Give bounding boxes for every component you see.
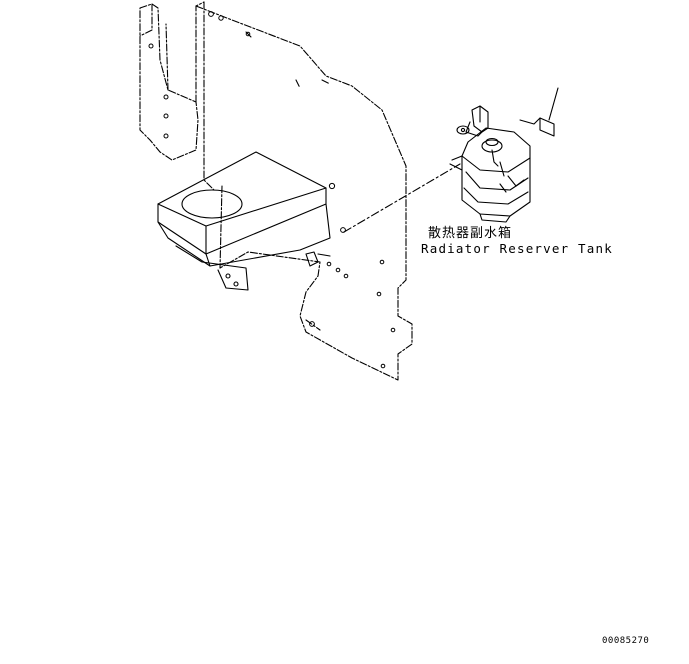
washer — [456, 125, 470, 135]
label-tag — [519, 87, 559, 137]
platform-box — [157, 151, 331, 291]
panel-holes — [148, 11, 396, 369]
part-name-english: Radiator Reserver Tank — [421, 241, 613, 256]
assembly-leader-line — [343, 163, 461, 233]
mounting-bolt — [465, 105, 489, 137]
drawing-number: 00085270 — [602, 636, 650, 646]
reserver-tank — [449, 127, 531, 223]
side-panel — [195, 1, 413, 381]
vertical-mounting-bracket — [139, 1, 205, 161]
part-name-chinese: 散热器副水箱 — [428, 226, 513, 241]
